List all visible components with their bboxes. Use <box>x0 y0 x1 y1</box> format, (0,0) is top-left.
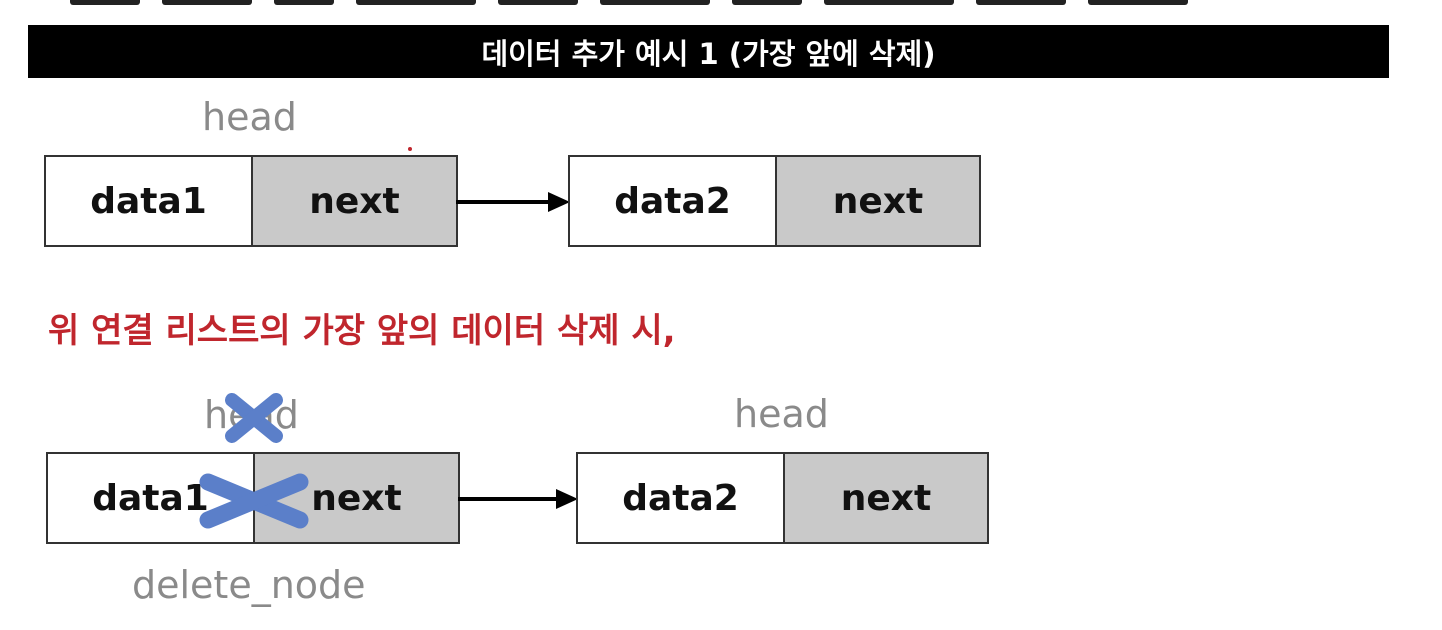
new-head-node-next: next <box>785 454 987 542</box>
deleted-node-data: data1 <box>48 454 255 542</box>
node-2-next: next <box>777 157 979 245</box>
x-mark-icon <box>225 393 283 443</box>
caption: 위 연결 리스트의 가장 앞의 데이터 삭제 시, <box>48 311 676 351</box>
head-label: head <box>202 95 297 139</box>
node-1-data: data1 <box>46 157 253 245</box>
arrow-right-icon <box>458 489 578 509</box>
stray-dot <box>408 147 412 151</box>
node-2: data2 next <box>568 155 981 247</box>
slide-title-text: 데이터 추가 예시 1 (가장 앞에 삭제) <box>481 36 936 71</box>
new-head-node-data: data2 <box>578 454 785 542</box>
new-head-node: data2 next <box>576 452 989 544</box>
node-2-data: data2 <box>570 157 777 245</box>
delete-node-label: delete_node <box>132 563 366 607</box>
new-head-label: head <box>734 392 829 436</box>
slide-title: 데이터 추가 예시 1 (가장 앞에 삭제) <box>28 25 1389 78</box>
x-mark-icon <box>199 473 309 529</box>
deleted-node: data1 next <box>46 452 460 544</box>
cropped-top-text <box>70 0 1250 8</box>
node-1-next: next <box>253 157 456 245</box>
arrow-right-icon <box>456 192 570 212</box>
deleted-node-next: next <box>255 454 458 542</box>
node-1: data1 next <box>44 155 458 247</box>
